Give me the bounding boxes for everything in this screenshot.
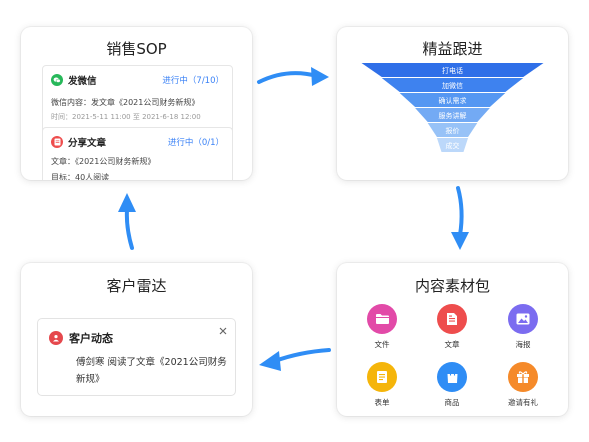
folder-icon	[367, 304, 397, 334]
notice-title: 客户动态	[69, 332, 113, 345]
bag-icon	[437, 362, 467, 392]
task-name: 分享文章	[68, 138, 107, 149]
funnel-stage	[427, 123, 478, 137]
funnel-stage	[399, 93, 506, 107]
funnel-stage	[436, 138, 469, 152]
material-invite-gift[interactable]: 邀请有礼	[493, 362, 553, 408]
task-status: 进行中（7/10）	[162, 76, 224, 86]
material-label: 邀请有礼	[508, 398, 538, 407]
material-label: 文章	[444, 340, 460, 349]
task-article: 文章：《2021公司财务新规》	[51, 157, 156, 166]
task-share-article[interactable]: 分享文章 进行中（0/1） 文章：《2021公司财务新规》 目标：40人阅读	[42, 127, 233, 180]
funnel-stage	[361, 63, 544, 77]
material-label: 表单	[374, 398, 390, 407]
material-label: 海报	[515, 340, 531, 349]
funnel-stage-label: 打电话	[442, 66, 463, 75]
task-time: 时间：2021-5-11 11:00 至 2021-6-18 12:00	[51, 113, 201, 121]
lean-followup-card: 精益跟进 打电话加微信确认需求服务讲解报价成交	[337, 27, 568, 180]
material-form[interactable]: 表单	[352, 362, 412, 408]
material-article[interactable]: 文章	[422, 304, 482, 350]
article-icon	[51, 136, 63, 148]
document-icon	[437, 304, 467, 334]
material-label: 商品	[444, 398, 460, 407]
gift-icon	[508, 362, 538, 392]
customer-radar-card: 客户雷达 客户动态 傅剑寒 阅读了文章《2021公司财务新规》	[21, 263, 252, 416]
customer-activity-notice[interactable]: 客户动态 傅剑寒 阅读了文章《2021公司财务新规》	[37, 318, 236, 396]
customer-radar-title: 客户雷达	[106, 277, 167, 295]
funnel-stage	[381, 78, 524, 92]
sales-sop-title: 销售SOP	[106, 40, 167, 58]
user-icon	[49, 331, 63, 345]
arrow-right-icon	[257, 67, 329, 86]
wechat-icon	[51, 74, 63, 86]
funnel-stage-label: 确认需求	[439, 96, 467, 105]
form-icon	[367, 362, 397, 392]
funnel-stage-label: 报价	[446, 126, 460, 135]
material-label: 文件	[374, 340, 390, 349]
funnel-stage-label: 成交	[446, 141, 460, 150]
task-name: 发微信	[68, 76, 97, 87]
material-file[interactable]: 文件	[352, 304, 412, 350]
funnel-stage-label: 服务讲解	[439, 111, 467, 120]
lean-followup-title: 精益跟进	[422, 40, 483, 58]
notice-body: 傅剑寒 阅读了文章《2021公司财务新规》	[76, 357, 227, 385]
task-status: 进行中（0/1）	[167, 138, 224, 148]
image-icon	[508, 304, 538, 334]
arrow-up-icon	[118, 193, 136, 250]
funnel-stage	[415, 108, 490, 122]
arrow-left-icon	[259, 348, 331, 371]
content-materials-card: 内容素材包 文件 文章 海报 表单 商品 邀请有礼	[337, 263, 568, 416]
sales-sop-card: 销售SOP 发微信 进行中（7/10） 微信内容：发文章《2021公司财务新规》…	[21, 27, 252, 180]
material-poster[interactable]: 海报	[493, 304, 553, 350]
funnel-stage-label: 加微信	[442, 81, 463, 90]
material-product[interactable]: 商品	[422, 362, 482, 408]
arrow-down-icon	[451, 186, 469, 250]
close-icon[interactable]	[217, 325, 229, 337]
task-target: 目标：40人阅读	[51, 173, 110, 180]
content-materials-title: 内容素材包	[414, 277, 490, 295]
task-content: 微信内容：发文章《2021公司财务新规》	[51, 98, 200, 107]
